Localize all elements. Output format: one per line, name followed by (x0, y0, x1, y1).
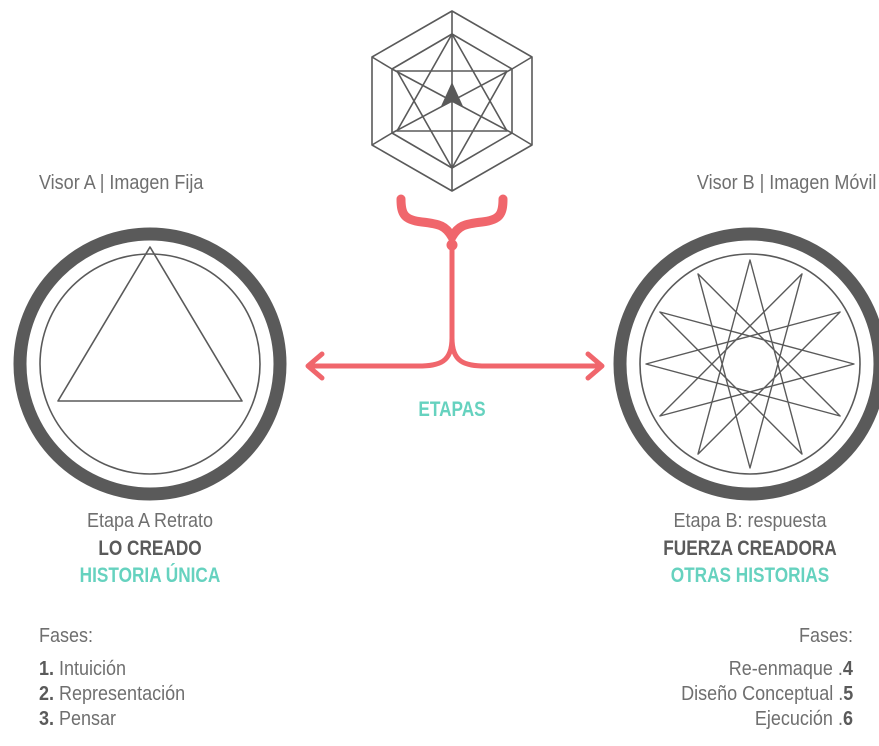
phase-label: Pensar (54, 708, 117, 730)
phase-label: Representación (54, 683, 186, 705)
visor-b-phases-title: Fases: (798, 625, 853, 647)
phase-number: 6 (842, 708, 853, 730)
phase-item: 1. Intuición (39, 658, 126, 681)
branch-arrows (305, 242, 605, 381)
curly-brace-icon (396, 194, 508, 247)
phase-label: Diseño Conceptual . (680, 683, 843, 705)
phase-number: 3. (39, 708, 55, 730)
visor-a-bold-label: LO CREADO (98, 537, 202, 560)
phase-label: Intuición (54, 658, 127, 680)
phase-item: Re-enmaque .4 (729, 658, 853, 681)
visor-a-circle-icon (13, 227, 287, 501)
visor-b-teal-label: OTRAS HISTORIAS (670, 564, 830, 587)
phase-number: 4 (842, 658, 853, 680)
phase-number: 5 (842, 683, 853, 705)
visor-a-stage: Etapa A Retrato (86, 510, 214, 532)
visor-a-phases-title: Fases: (39, 625, 94, 647)
phase-label: Re-enmaque . (728, 658, 843, 680)
visor-a-teal-label: HISTORIA ÚNICA (79, 564, 221, 587)
visor-b-circle-icon (613, 227, 879, 501)
phase-item: 3. Pensar (39, 708, 116, 731)
etapas-label: ETAPAS (418, 398, 486, 421)
phase-number: 2. (39, 683, 55, 705)
phase-item: 2. Representación (39, 683, 185, 706)
phase-item: Ejecución .6 (755, 708, 853, 731)
phase-label: Ejecución . (754, 708, 843, 730)
visor-a-title: Visor A | Imagen Fija (39, 172, 204, 194)
visor-b-stage: Etapa B: respuesta (673, 510, 827, 532)
phase-number: 1. (39, 658, 55, 680)
visor-b-bold-label: FUERZA CREADORA (663, 537, 837, 560)
star-polygon (645, 259, 855, 469)
polyhedron-icon (371, 10, 533, 192)
visor-b-title: Visor B | Imagen Móvil (696, 172, 876, 194)
phase-item: Diseño Conceptual .5 (681, 683, 853, 706)
